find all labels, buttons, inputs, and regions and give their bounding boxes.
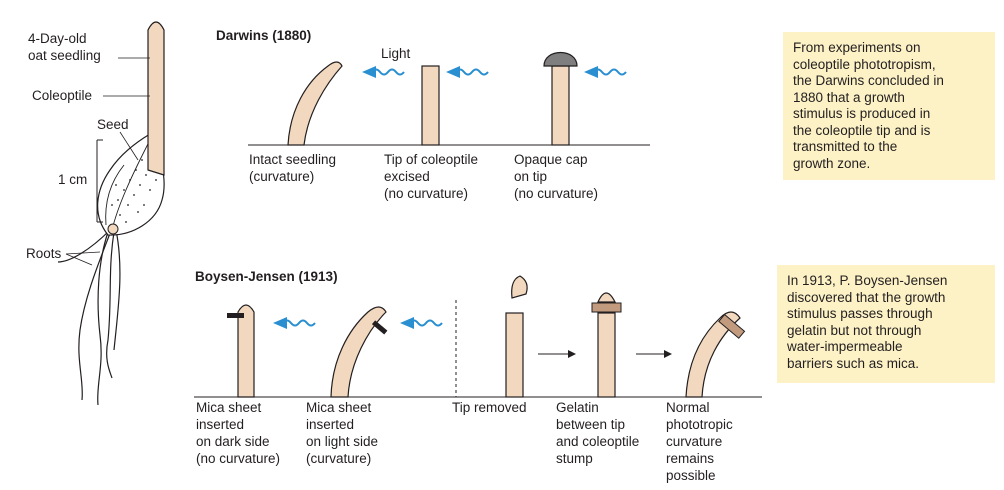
note-line: In 1913, P. Boysen-Jensen [787, 273, 948, 288]
arrow-icon [538, 350, 576, 358]
caption-line: stump [556, 451, 593, 466]
seedling-illustration [57, 21, 165, 406]
mica-sheet [371, 320, 388, 335]
note-line: From experiments on [793, 40, 921, 55]
mica-light-stem [330, 306, 387, 398]
opaque-cap [543, 52, 578, 67]
caption-line: inserted [196, 417, 245, 432]
note-line: stimulus passes through [787, 306, 933, 321]
caption-line: remains [666, 451, 715, 466]
boysen-caption-tip-removed: Tip removed [452, 399, 527, 416]
caption-line: phototropic [666, 417, 733, 432]
darwin-excised-stump [421, 65, 440, 146]
gelatin-block [718, 313, 746, 339]
note-line: stimulus is produced in [793, 106, 931, 121]
darwin-heading: Darwins (1880) [216, 28, 312, 43]
caption-line: on tip [514, 169, 548, 184]
mica-dark-stem [237, 304, 255, 398]
boysen-caption-mica-light: Mica sheet inserted on light side (curva… [306, 399, 378, 467]
boysen-caption-gelatin: Gelatin between tip and coleoptile stump [556, 399, 639, 467]
note-line: 1880 that a growth [793, 89, 905, 105]
caption-line: curvature [666, 434, 723, 449]
scale-bar [96, 139, 103, 223]
caption-line: (curvature) [249, 169, 315, 184]
caption-line: and coleoptile [556, 434, 640, 449]
boysen-caption-normal: Normal phototropic curvature remains pos… [666, 399, 733, 484]
light-wave-icon [400, 317, 443, 329]
darwin-experiments [248, 52, 650, 146]
light-wave-icon [273, 317, 316, 329]
gelatin-tip [597, 292, 616, 303]
mica-sheet [227, 313, 244, 318]
caption-line: on light side [306, 434, 379, 449]
seedling-age-label: 4-Day-old [28, 31, 87, 46]
boysen-heading: Boysen-Jensen (1913) [195, 269, 338, 284]
light-wave-icon [446, 66, 489, 78]
seedling-name-label: oat seedling [28, 48, 101, 63]
roots-label: Roots [26, 246, 62, 261]
caption-line: Intact seedling [249, 152, 337, 167]
note-line: barriers such as mica. [787, 355, 920, 371]
note-line: discovered that the growth [787, 289, 946, 305]
caption-line: Tip of coleoptile [384, 152, 479, 167]
caption-line: (curvature) [306, 451, 372, 466]
caption-line: between tip [556, 417, 626, 432]
darwin-capped-stem [551, 65, 570, 146]
seed-stipple [111, 159, 157, 223]
caption-line: Gelatin [556, 400, 599, 415]
darwin-conclusion-note: From experiments on coleoptile phototrop… [783, 32, 995, 180]
caption-line: Mica sheet [306, 400, 372, 415]
caption-line: on dark side [196, 434, 270, 449]
note-line: the Darwins concluded in [793, 73, 944, 88]
caption-line: (no curvature) [384, 186, 469, 201]
scale-label: 1 cm [58, 172, 88, 187]
caption-line: inserted [306, 417, 355, 432]
gelatin-block [591, 302, 622, 313]
coleoptile-label: Coleoptile [32, 88, 93, 103]
gelatin-stump [597, 312, 616, 398]
note-line: coleoptile phototropism, [793, 56, 936, 72]
seed-label: Seed [97, 117, 129, 132]
light-label: Light [381, 46, 411, 61]
caption-line: Tip removed [452, 400, 527, 415]
boysen-caption-mica-dark: Mica sheet inserted on dark side (no cur… [196, 399, 280, 467]
caption-line: excised [384, 169, 430, 184]
caption-line: possible [666, 468, 716, 483]
darwin-caption-cap: Opaque cap on tip (no curvature) [514, 151, 598, 202]
caption-line: Opaque cap [514, 152, 588, 167]
seedling-leaders [65, 57, 150, 266]
boysen-experiments [194, 275, 762, 398]
note-line: the coleoptile tip and is [793, 122, 931, 138]
note-line: water-impermeable [787, 339, 903, 354]
removed-tip [511, 275, 528, 299]
caption-line: Mica sheet [196, 400, 262, 415]
seedling-coleoptile [147, 21, 165, 176]
darwin-intact-seedling [287, 61, 343, 146]
note-line: gelatin but not through [787, 322, 922, 338]
boysen-conclusion-note: In 1913, P. Boysen-Jensen discovered tha… [777, 265, 995, 383]
caption-line: Normal [666, 400, 710, 415]
note-line: transmitted to the [793, 139, 898, 154]
light-wave-icon [584, 66, 627, 78]
caption-line: (no curvature) [514, 186, 599, 201]
normal-curved-stem [685, 311, 741, 398]
arrow-icon [636, 350, 672, 358]
tip-removed-stump [505, 312, 524, 398]
note-line: growth zone. [793, 155, 871, 171]
darwin-caption-excised: Tip of coleoptile excised (no curvature) [384, 151, 478, 202]
light-wave-icon [362, 66, 405, 78]
darwin-caption-intact: Intact seedling (curvature) [249, 151, 336, 185]
caption-line: (no curvature) [196, 451, 281, 466]
